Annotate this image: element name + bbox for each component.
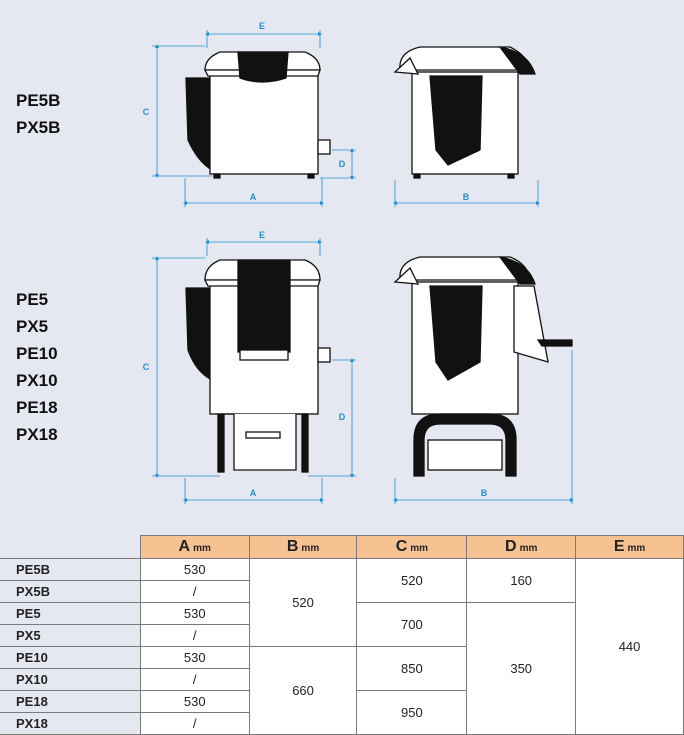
d-cell: 350 xyxy=(466,602,577,735)
dim-label-c: C xyxy=(143,362,150,372)
c-cell: 950 xyxy=(356,690,468,735)
model-cell: PX10 xyxy=(0,668,141,691)
top-side-dimensions xyxy=(393,180,540,207)
header-blank xyxy=(0,535,141,559)
model-cell: PX18 xyxy=(0,712,141,735)
dim-label-b: B xyxy=(463,192,470,202)
model-label: PE10 xyxy=(16,344,58,363)
model-cell: PX5B xyxy=(0,580,141,603)
dimension-drawings: E C A D B E C xyxy=(143,21,574,504)
model-label: PE18 xyxy=(16,398,58,417)
a-cell: 530 xyxy=(139,558,250,581)
model-cell: PE5 xyxy=(0,602,141,625)
model-cell: PE5B xyxy=(0,558,141,581)
table-row: PX5 / xyxy=(0,624,684,647)
top-side-view xyxy=(393,46,536,179)
table-row: PX5B / xyxy=(0,580,684,603)
dim-label-d: D xyxy=(339,159,346,169)
dim-label-a: A xyxy=(250,488,257,498)
table-row: PE5 530 700 350 xyxy=(0,602,684,735)
table-row: PE10 530 660 850 xyxy=(0,646,684,735)
bottom-side-dimensions xyxy=(393,350,574,504)
bottom-front-dimensions xyxy=(152,238,356,504)
a-cell: / xyxy=(139,580,250,603)
table-row: PX18 / xyxy=(0,712,684,735)
model-cell: PX5 xyxy=(0,624,141,647)
a-cell: / xyxy=(139,624,250,647)
top-model-list: PE5B PX5B xyxy=(16,87,60,141)
a-cell: / xyxy=(139,712,250,735)
model-label: PX5 xyxy=(16,317,49,336)
dim-label-e: E xyxy=(259,230,265,240)
dim-label-e: E xyxy=(259,21,265,31)
model-label: PE5B xyxy=(16,91,61,110)
top-front-dimensions xyxy=(152,30,356,207)
a-cell: 530 xyxy=(139,646,250,669)
c-cell: 520 xyxy=(356,558,468,603)
a-cell: / xyxy=(139,668,250,691)
dim-label-c: C xyxy=(143,107,150,117)
a-cell: 530 xyxy=(139,690,250,713)
c-cell: 850 xyxy=(356,646,468,691)
model-label: PX18 xyxy=(16,425,58,444)
model-label: PX10 xyxy=(16,371,58,390)
bottom-model-list: PE5 PX5 PE10 PX10 PE18 PX18 xyxy=(16,286,58,448)
dim-label-a: A xyxy=(250,192,257,202)
b-cell: 520 xyxy=(248,558,358,647)
table-row: PX10 / xyxy=(0,668,684,691)
model-cell: PE10 xyxy=(0,646,141,669)
c-cell: 700 xyxy=(356,602,468,647)
model-label: PE5 xyxy=(16,290,49,309)
dim-label-d: D xyxy=(339,412,346,422)
model-cell: PE18 xyxy=(0,690,141,713)
a-cell: 530 xyxy=(139,602,250,625)
model-label: PX5B xyxy=(16,118,61,137)
e-cell: 440 xyxy=(575,558,684,735)
bottom-side-view xyxy=(393,256,573,477)
top-front-view xyxy=(185,51,331,179)
bottom-front-view xyxy=(185,259,331,473)
table-row: PE5B 530 520 520 160 440 xyxy=(0,558,684,735)
dim-label-b: B xyxy=(481,488,488,498)
b-cell: 660 xyxy=(248,646,358,735)
d-cell: 160 xyxy=(466,558,577,603)
